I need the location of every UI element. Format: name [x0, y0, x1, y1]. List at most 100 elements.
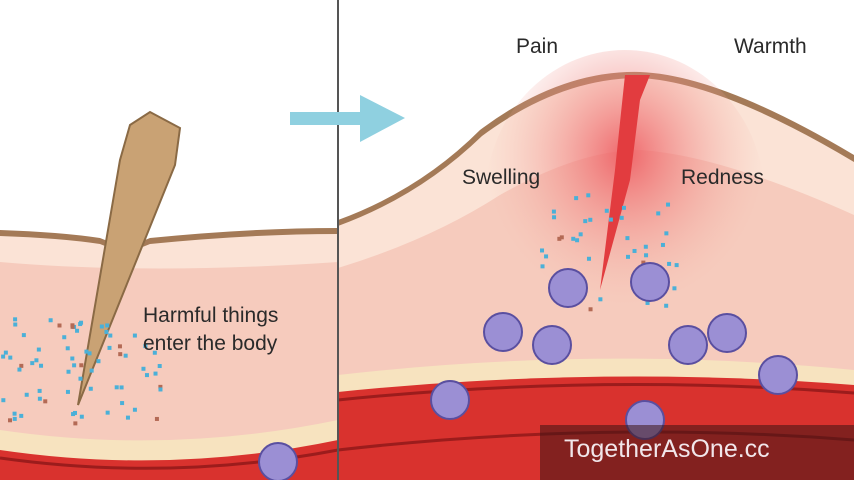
particle	[1, 398, 6, 403]
normal-skin	[0, 228, 339, 480]
particle	[557, 236, 562, 241]
particle	[132, 333, 137, 338]
particle	[641, 260, 646, 265]
label-swelling: Swelling	[462, 166, 541, 189]
particle	[79, 363, 84, 368]
immune-cell	[758, 355, 798, 395]
label-harmful-line2: enter the body	[143, 332, 278, 355]
immune-cell	[258, 442, 298, 480]
particle	[30, 361, 35, 366]
particle	[586, 193, 591, 198]
particle	[65, 346, 70, 351]
watermark: TogetherAsOne.cc	[540, 425, 854, 480]
particle	[70, 356, 75, 361]
immune-cell	[707, 313, 747, 353]
particle	[575, 238, 580, 243]
particle	[62, 335, 67, 340]
particle	[89, 368, 94, 373]
particle	[625, 254, 630, 259]
particle	[19, 363, 24, 368]
arrow-right-icon	[290, 95, 405, 142]
particle	[12, 411, 17, 416]
particle	[104, 329, 109, 334]
particle	[619, 215, 624, 220]
particle	[540, 248, 545, 253]
particle	[8, 355, 13, 360]
particle	[552, 215, 557, 220]
particle	[578, 232, 583, 237]
immune-cell	[483, 312, 523, 352]
immune-cell	[668, 325, 708, 365]
particles	[1, 193, 679, 426]
swollen-skin	[337, 50, 854, 480]
particle	[105, 410, 110, 415]
particle	[144, 373, 149, 378]
particle	[123, 353, 128, 358]
particle	[12, 416, 17, 421]
watermark-text: TogetherAsOne.cc	[564, 435, 770, 463]
particle	[153, 371, 158, 376]
particle	[666, 202, 671, 207]
particle	[13, 322, 18, 327]
label-harmful-line1: Harmful things	[143, 304, 279, 327]
particle	[84, 349, 89, 354]
particle	[571, 236, 576, 241]
particle	[88, 386, 93, 391]
particle	[39, 363, 44, 368]
particle	[21, 333, 26, 338]
immune-cell	[532, 325, 572, 365]
particle	[79, 414, 84, 419]
particle	[154, 416, 159, 421]
particle	[132, 407, 137, 412]
particle	[66, 369, 71, 374]
label-redness: Redness	[681, 166, 764, 189]
particle	[3, 350, 8, 355]
particle	[157, 364, 162, 369]
particle	[632, 248, 637, 253]
particle	[43, 399, 48, 404]
particle	[99, 324, 104, 329]
particle	[36, 347, 41, 352]
particle	[78, 376, 83, 381]
immune-cell	[548, 268, 588, 308]
particle	[119, 385, 124, 390]
particle	[73, 421, 78, 426]
particle	[667, 261, 672, 266]
particle	[65, 389, 70, 394]
particle	[71, 412, 76, 417]
particle	[8, 418, 13, 423]
particle	[120, 401, 125, 406]
particle	[574, 196, 579, 201]
particle	[559, 235, 564, 240]
particle	[117, 344, 122, 349]
label-warmth: Warmth	[734, 35, 807, 58]
particle	[19, 413, 24, 418]
particle	[13, 317, 18, 322]
particle	[588, 307, 593, 312]
particle	[608, 217, 613, 222]
particle	[588, 217, 593, 222]
particle	[107, 345, 112, 350]
particle	[540, 264, 545, 269]
particle	[643, 244, 648, 249]
particle	[672, 286, 677, 291]
particle	[598, 297, 603, 302]
particle	[75, 328, 80, 333]
particle	[158, 384, 163, 389]
particle	[87, 351, 92, 356]
particle	[70, 323, 75, 328]
particle	[660, 242, 665, 247]
particle	[114, 385, 119, 390]
particle	[118, 352, 123, 357]
particle	[141, 366, 146, 371]
particle	[1, 354, 6, 359]
label-pain: Pain	[516, 35, 559, 58]
splinter	[77, 110, 182, 406]
immune-cell	[430, 380, 470, 420]
particle	[621, 205, 626, 210]
particle	[551, 209, 556, 214]
particle	[656, 211, 661, 216]
particle	[604, 208, 609, 213]
particle	[583, 219, 588, 224]
